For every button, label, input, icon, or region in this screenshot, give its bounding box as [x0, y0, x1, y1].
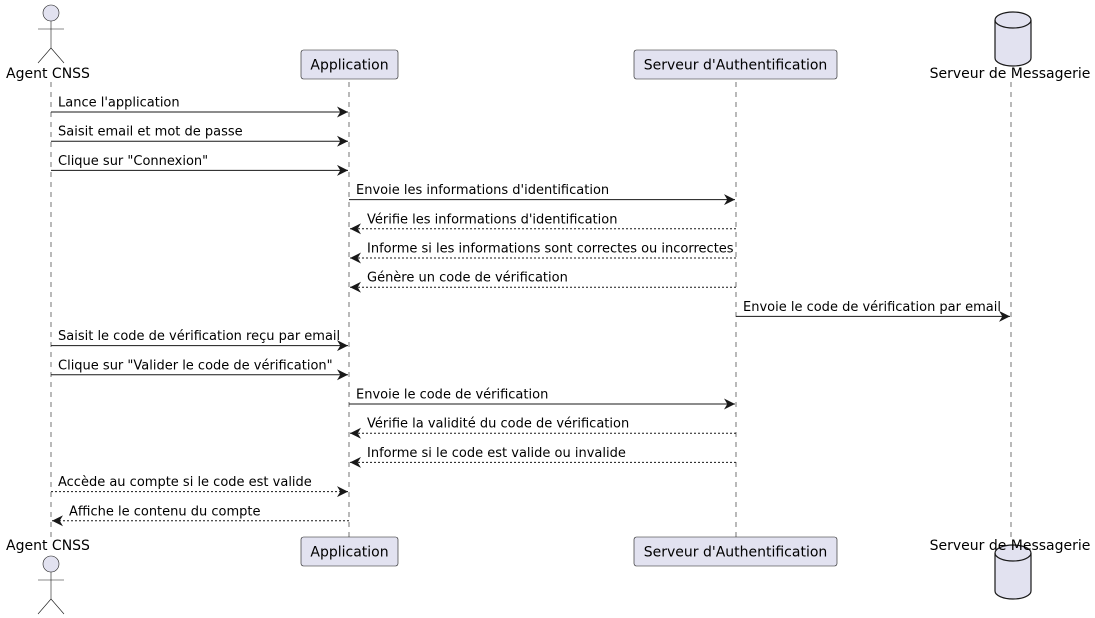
participant-label: Serveur d'Authentification [644, 58, 828, 74]
participant-app-bottom: Application [300, 536, 399, 567]
message-label: Génère un code de vérification [367, 271, 568, 286]
participant-label: Agent CNSS [6, 66, 90, 82]
message-label: Saisit email et mot de passe [58, 125, 243, 140]
participant-box [300, 49, 399, 80]
participant-label: Serveur d'Authentification [644, 545, 828, 561]
message-4: Envoie les informations d'identification [349, 183, 735, 206]
actor-icon [37, 555, 65, 615]
message-13: Informe si le code est valide ou invalid… [350, 446, 736, 468]
participant-label: Agent CNSS [6, 538, 90, 554]
message-12: Vérifie la validité du code de vérificat… [350, 417, 736, 439]
message-label: Envoie le code de vérification par email [743, 300, 1001, 315]
database-icon [994, 544, 1032, 600]
message-2: Saisit email et mot de passe [51, 125, 348, 147]
message-label: Informe si le code est valide ou invalid… [367, 446, 626, 461]
message-9: Saisit le code de vérification reçu par … [51, 329, 348, 352]
message-6: Informe si les informations sont correct… [350, 242, 736, 264]
participant-app-top: Application [300, 49, 399, 80]
participant-label: Application [310, 545, 388, 561]
message-label: Clique sur "Valider le code de vérificat… [58, 358, 333, 373]
message-1: Lance l'application [51, 96, 348, 118]
message-label: Lance l'application [58, 96, 180, 111]
message-14: Accède au compte si le code est valide [51, 475, 348, 498]
message-label: Vérifie la validité du code de vérificat… [367, 417, 629, 432]
message-5: Vérifie les informations d'identificatio… [350, 212, 736, 235]
message-8: Envoie le code de vérification par email [736, 300, 1010, 322]
participant-box [300, 536, 399, 567]
message-label: Saisit le code de vérification reçu par … [58, 329, 340, 344]
participant-label: Serveur de Messagerie [930, 66, 1091, 82]
participant-box [633, 49, 838, 80]
participant-mail-top: Serveur de Messagerie [930, 11, 1091, 82]
participant-agent-top: Agent CNSS [6, 4, 90, 82]
message-7: Génère un code de vérification [350, 271, 736, 293]
message-10: Clique sur "Valider le code de vérificat… [51, 358, 348, 381]
message-label: Envoie les informations d'identification [356, 183, 609, 198]
participant-agent-bottom: Agent CNSS [6, 538, 90, 615]
database-icon [994, 11, 1032, 67]
actor-icon [37, 4, 65, 64]
message-11: Envoie le code de vérification [349, 388, 735, 410]
participant-mail-bottom: Serveur de Messagerie [930, 538, 1091, 600]
message-label: Clique sur "Connexion" [58, 154, 208, 169]
participant-label: Serveur de Messagerie [930, 538, 1091, 554]
message-label: Informe si les informations sont correct… [367, 242, 734, 257]
message-label: Accède au compte si le code est valide [58, 475, 312, 490]
message-label: Vérifie les informations d'identificatio… [367, 212, 617, 227]
message-label: Envoie le code de vérification [356, 388, 548, 403]
participant-label: Application [310, 58, 388, 74]
participant-box [633, 536, 838, 567]
participant-auth-bottom: Serveur d'Authentification [633, 536, 838, 567]
message-15: Affiche le contenu du compte [52, 504, 349, 527]
message-label: Affiche le contenu du compte [69, 504, 261, 519]
message-3: Clique sur "Connexion" [51, 154, 348, 176]
participant-auth-top: Serveur d'Authentification [633, 49, 838, 80]
